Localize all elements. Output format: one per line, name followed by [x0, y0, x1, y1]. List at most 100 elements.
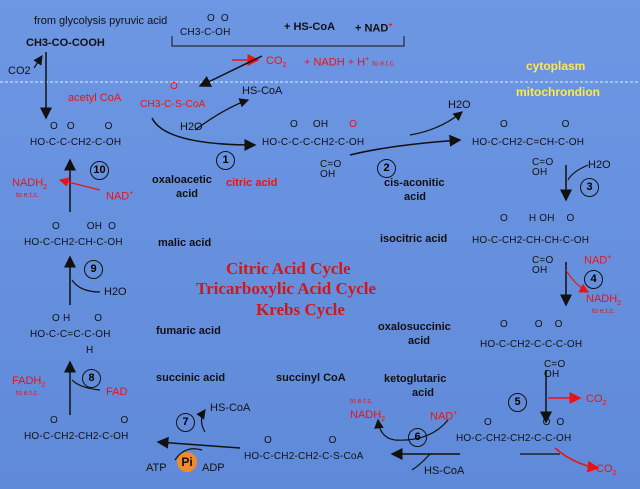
arrow-to-acetylcoa: [198, 55, 263, 87]
oxalo-carbonyls: O O O: [50, 121, 113, 132]
oxalo-formula: HO-C-C-CH2-C-OH: [30, 137, 122, 148]
ketoglutaric-label: ketoglutaric: [384, 373, 447, 385]
fadh-label: FADH2: [12, 375, 46, 390]
arrow-step7: [156, 436, 241, 449]
arrow-step1: [151, 117, 257, 151]
nad-step4: NAD+: [584, 254, 612, 267]
oxaloacetic-acid: acid: [176, 188, 199, 200]
nad-top: + NAD+: [355, 22, 393, 35]
alphakg-top: O O O: [484, 417, 565, 428]
acetyl-coa-carbonyl: O: [170, 81, 178, 92]
fumarate-formula: HO-C-C=C-C-OH: [30, 329, 111, 340]
cisacon-formula: HO-C-CH2-C=CH-C-OH: [472, 137, 585, 148]
isocitric-label: isocitric acid: [380, 233, 448, 245]
fad-label: FAD: [106, 386, 128, 398]
co2-top: CO2: [266, 55, 287, 70]
hscoa-step6: HS-CoA: [424, 465, 465, 477]
citrate-top: O OH O: [290, 119, 358, 130]
step-8: 8: [82, 369, 101, 388]
arrow-step8-fad: [71, 379, 101, 391]
arrow-step6-hscoa: [411, 453, 431, 471]
step-7: 7: [176, 413, 195, 432]
title-citric: Citric Acid Cycle: [226, 259, 351, 278]
top-bracket: [171, 36, 405, 47]
cytoplasm-label: cytoplasm: [526, 59, 586, 73]
acetyl-coa-label: acetyl CoA: [68, 92, 122, 104]
arrow-step3-water: [567, 164, 589, 181]
citric-acid-label: citric acid: [226, 177, 278, 189]
step-2: 2: [377, 159, 396, 178]
etc-step6: to e.t.c.: [350, 398, 373, 405]
acetate-carbonyl: O O: [207, 13, 229, 24]
step-3: 3: [580, 178, 599, 197]
step-4: 4: [584, 270, 603, 289]
hscoa-top: + HS-CoA: [284, 21, 336, 33]
ketoglutaric-acid: acid: [412, 387, 435, 399]
nad-step6: NAD+: [430, 410, 458, 423]
step-9: 9: [84, 260, 103, 279]
arrow-step7-adp: [174, 448, 203, 461]
arrow-step2: [349, 134, 462, 156]
succinic-label: succinic acid: [156, 372, 226, 384]
hscoa-step1: HS-CoA: [242, 85, 283, 97]
malate-formula: HO-C-CH2-CH-C-OH: [24, 237, 123, 248]
succcoa-formula: HO-C-CH2-CH2-C-S-CoA: [244, 451, 364, 462]
arrow-step1-hscoa: [194, 98, 250, 131]
etc-step10: to e.t.c.: [16, 192, 39, 199]
oxaloacetic-label: oxaloacetic: [152, 174, 212, 186]
step-6: 6: [408, 428, 427, 447]
nadh-step4: NADH2: [586, 293, 622, 308]
step-5: 5: [508, 393, 527, 412]
citrate-formula: HO-C-C-C-CH2-C-OH: [262, 137, 365, 148]
title-tricarboxylic: Tricarboxylic Acid Cycle: [196, 279, 377, 298]
arrow-step9-water: [71, 279, 101, 293]
etc-step8: to e.t.c.: [16, 390, 39, 397]
water-step3: H2O: [588, 159, 611, 171]
water-step1: H2O: [180, 121, 203, 133]
cisaconitic-label: cis-aconitic: [384, 177, 445, 189]
nadh-top: + NADH + H+ to e.t.c.: [304, 56, 396, 69]
malate-top: O OH O: [52, 221, 117, 232]
co2-step5: CO2: [586, 393, 607, 408]
acetate-formula: CH3-C-OH: [180, 27, 231, 38]
cisacon-top: O O: [500, 119, 570, 130]
mitochondrion-label: mitochrondion: [516, 85, 600, 99]
co2-left-label: CO2: [8, 65, 31, 77]
fumarate-top: O H O: [52, 313, 103, 324]
water-step9: H2O: [104, 286, 127, 298]
alphakg-formula: HO-C-CH2-CH2-C-C-OH: [456, 433, 572, 444]
malic-label: malic acid: [158, 237, 212, 249]
phosphate-badge: Pi: [177, 452, 197, 472]
succinyl-label: succinyl CoA: [276, 372, 346, 384]
acetyl-coa-formula: CH3-C-S-CoA: [140, 99, 206, 110]
nadh-step10: NADH2: [12, 177, 48, 192]
arrow-step7-hscoa: [196, 409, 206, 433]
step-10: 10: [90, 161, 109, 180]
arrow-step2-water: [409, 111, 463, 136]
arrow-step10-nadh: [58, 177, 101, 191]
nadh-step6: NADH2: [350, 409, 386, 424]
hscoa-step7: HS-CoA: [210, 402, 251, 414]
fumarate-h: H: [86, 345, 94, 356]
arrow-step6-nad: [374, 418, 449, 441]
water-step2: H2O: [448, 99, 471, 111]
oxalosuccinic-label: oxalosuccinic: [378, 321, 451, 333]
succinate-formula: HO-C-CH2-CH2-C-OH: [24, 431, 129, 442]
co2-step6: CO2: [596, 463, 617, 478]
arrow-step6-co2: [554, 447, 600, 473]
adp-label: ADP: [202, 462, 225, 474]
step-1: 1: [216, 151, 235, 170]
title-krebs: Krebs Cycle: [256, 300, 345, 319]
oxalosucc-formula: HO-C-CH2-C-C-C-OH: [480, 339, 583, 350]
arrow-co2-out: [33, 55, 43, 69]
succinate-top: O O: [50, 415, 129, 426]
nad-step10: NAD+: [106, 190, 134, 203]
atp-label: ATP: [146, 462, 167, 474]
isocit-formula: HO-C-CH2-CH-CH-C-OH: [472, 235, 590, 246]
fumaric-label: fumaric acid: [156, 325, 221, 337]
